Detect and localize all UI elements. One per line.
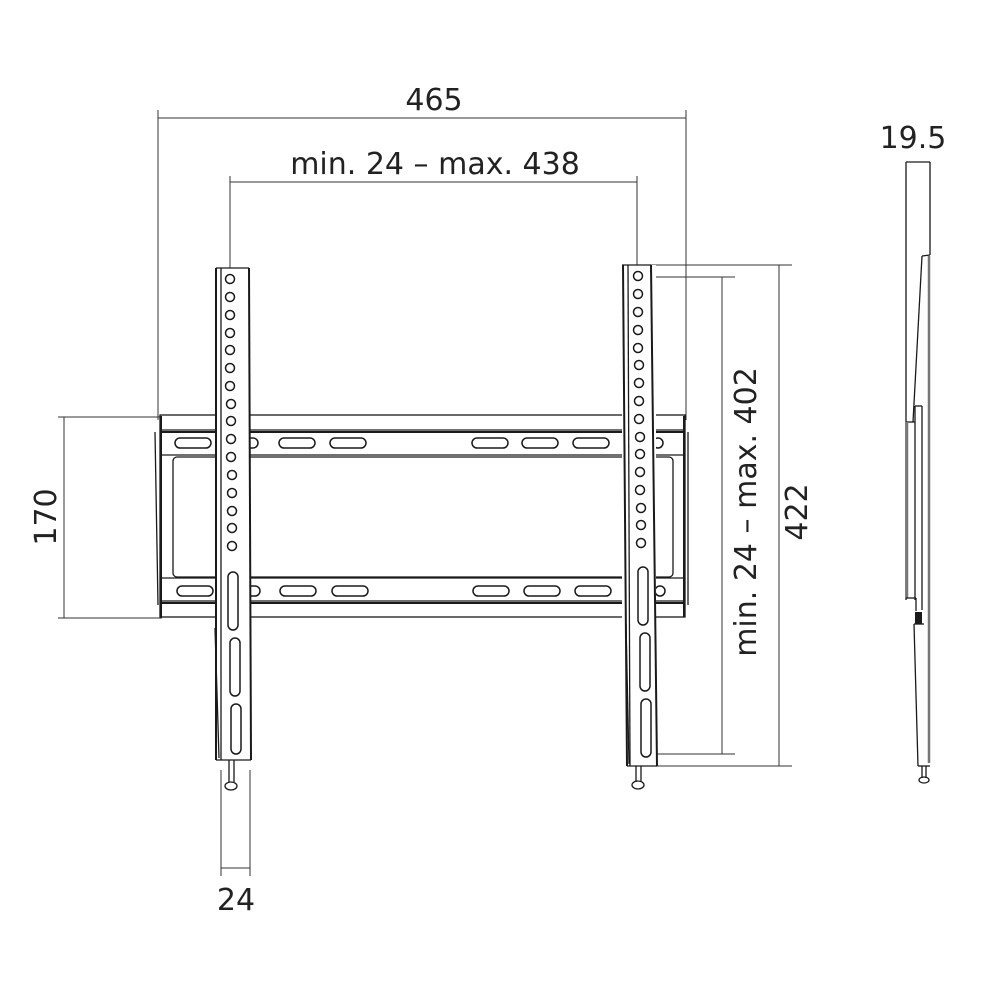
right-mounting-arm xyxy=(622,264,658,790)
label-overall-height: 422 xyxy=(780,483,815,540)
label-vesa-horizontal: min. 24 – max. 438 xyxy=(290,147,580,182)
dimension-overall-width: 465 xyxy=(157,83,687,420)
dimension-overall-height: 422 xyxy=(622,264,815,767)
dimension-vesa-vertical: min. 24 – max. 402 xyxy=(645,276,764,755)
left-mounting-arm xyxy=(214,267,252,791)
dimension-wall-plate-height: 170 xyxy=(29,416,162,619)
label-depth: 19.5 xyxy=(880,121,947,156)
side-view: 19.5 xyxy=(880,121,947,784)
label-vesa-vertical: min. 24 – max. 402 xyxy=(729,367,764,657)
label-arm-width: 24 xyxy=(217,883,255,918)
dimension-arm-width: 24 xyxy=(217,770,255,918)
label-overall-width: 465 xyxy=(405,83,462,118)
label-wall-plate-height: 170 xyxy=(29,488,64,545)
dimension-vesa-horizontal: min. 24 – max. 438 xyxy=(229,147,638,272)
